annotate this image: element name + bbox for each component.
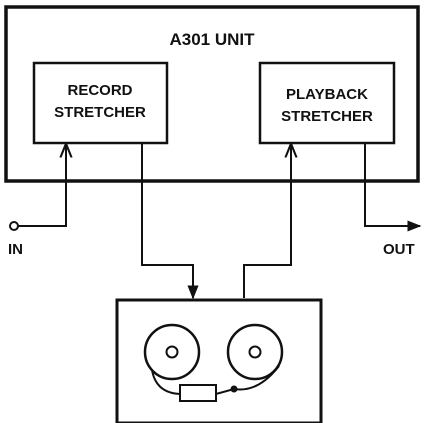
playback-stretcher-box: [260, 63, 394, 143]
output-label: OUT: [383, 241, 415, 258]
tape-to-playback-line: [244, 145, 291, 298]
record-stretcher-box: [34, 63, 167, 143]
input-label: IN: [8, 241, 23, 258]
tape-recorder-icon: [117, 300, 321, 423]
playback-stretcher-label-line2: STRETCHER: [281, 108, 373, 125]
record-stretcher-label-line1: RECORD: [67, 82, 132, 99]
capstan: [231, 386, 238, 393]
record-stretcher-label-line2: STRETCHER: [54, 104, 146, 121]
tape-head: [180, 385, 216, 401]
right-reel-hub: [250, 347, 261, 358]
output-signal-line: [365, 143, 420, 226]
playback-stretcher-label-line1: PLAYBACK: [286, 86, 368, 103]
input-signal-line: [18, 145, 66, 226]
input-terminal-icon: [10, 222, 18, 230]
left-reel-hub: [167, 347, 178, 358]
unit-title: A301 UNIT: [169, 30, 255, 49]
record-to-tape-line: [142, 143, 193, 298]
